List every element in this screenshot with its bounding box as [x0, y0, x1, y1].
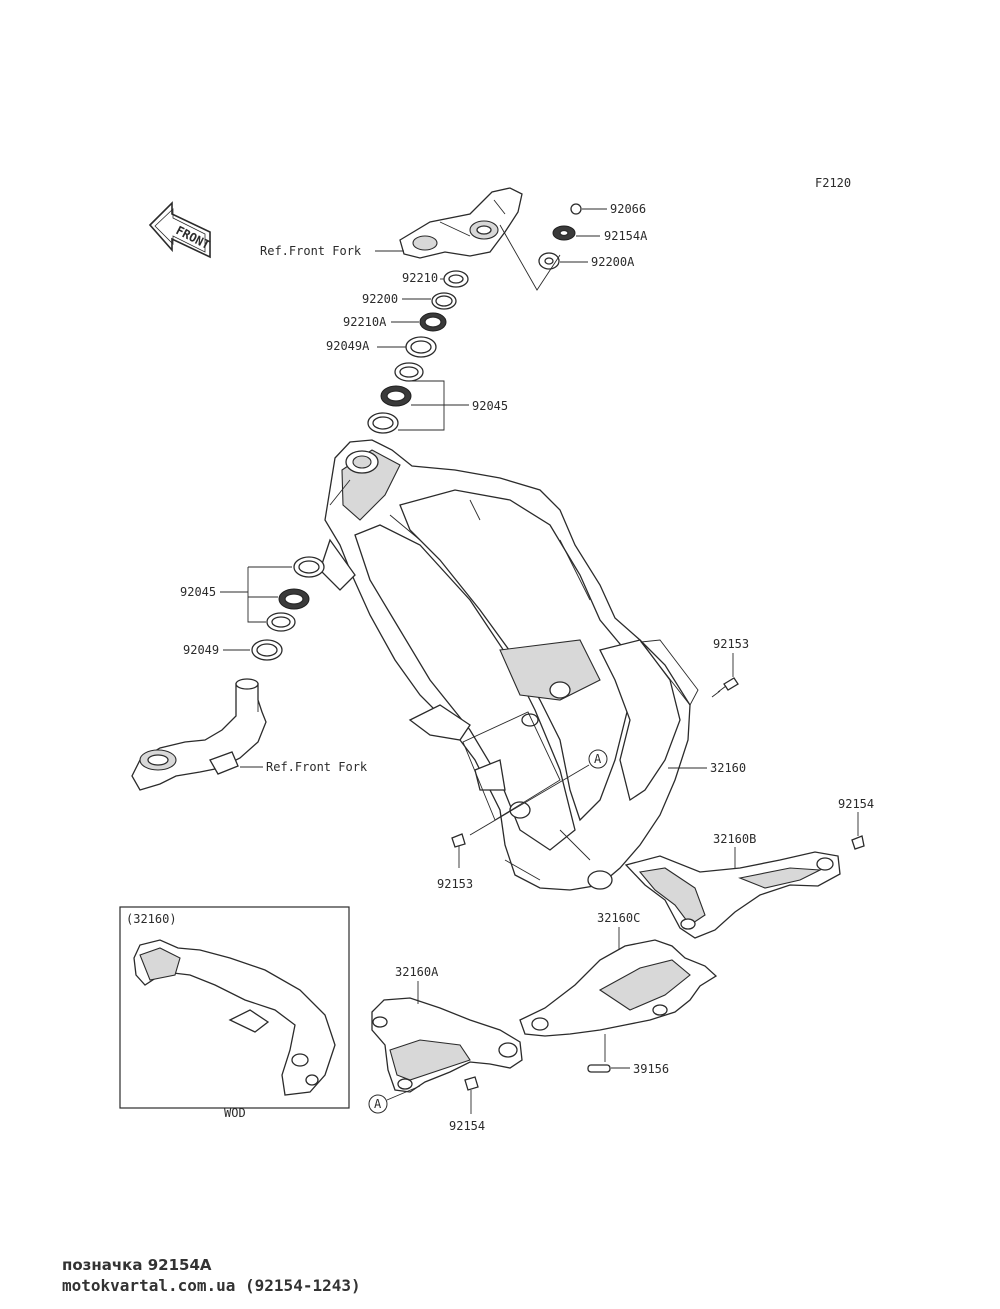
- steering-nut-group: [499, 203, 607, 291]
- upper-triple-clamp: [399, 187, 523, 259]
- label-32160: 32160: [710, 761, 746, 775]
- screw-92154-right: [851, 812, 865, 850]
- label-92066: 92066: [610, 202, 646, 216]
- upper-bearing-stack: [367, 270, 469, 434]
- footer-part-note: позначка 92154A: [62, 1256, 212, 1274]
- label-92049A: 92049A: [326, 339, 370, 353]
- bracket-32160A: [371, 997, 523, 1093]
- label-92210: 92210: [402, 271, 438, 285]
- label-32160C: 32160C: [597, 911, 640, 925]
- bracket-32160B: [624, 851, 841, 939]
- ref-marker-a-bracket: A: [368, 1085, 421, 1114]
- label-92153-bottom: 92153: [437, 877, 473, 891]
- label-39156: 39156: [633, 1062, 669, 1076]
- label-92045-bottom: 92045: [180, 585, 216, 599]
- label-92200A: 92200A: [591, 255, 635, 269]
- label-92154A-top: 92154A: [604, 229, 648, 243]
- label-92049: 92049: [183, 643, 219, 657]
- label-32160B: 32160B: [713, 832, 756, 846]
- front-arrow-icon: FRONT: [148, 201, 212, 259]
- screw-92154-bottom: [464, 1076, 479, 1114]
- label-92045-top: 92045: [472, 399, 508, 413]
- svg-text:A: A: [374, 1097, 382, 1111]
- footer-site-link[interactable]: motokvartal.com.ua (92154-1243): [62, 1276, 361, 1295]
- lower-triple-clamp: [131, 678, 267, 791]
- ref-marker-a-frame: A: [469, 749, 608, 836]
- label-32160A: 32160A: [395, 965, 439, 979]
- parts-diagram: F2120 FRONT 92066 92154A 92200A Ref.Fron…: [119, 176, 874, 1133]
- inset-frame-variant: [119, 906, 350, 1109]
- label-ref-front-fork-bottom: Ref.Front Fork: [266, 760, 368, 774]
- inset-caption: WOD: [224, 1106, 246, 1120]
- label-92154-right: 92154: [838, 797, 874, 811]
- label-92153-right: 92153: [713, 637, 749, 651]
- lower-bearing-stack: [251, 556, 325, 661]
- svg-text:A: A: [594, 752, 602, 766]
- bracket-32160C: [519, 939, 718, 1037]
- spacer-39156: [587, 1034, 630, 1073]
- label-ref-front-fork-top: Ref.Front Fork: [260, 244, 362, 258]
- diagram-code: F2120: [815, 176, 851, 190]
- label-92154-bottom: 92154: [449, 1119, 485, 1133]
- inset-title: (32160): [126, 912, 177, 926]
- label-92200: 92200: [362, 292, 398, 306]
- label-92210A: 92210A: [343, 315, 387, 329]
- bolt-92153-right: [711, 677, 739, 698]
- bolt-92153-bottom: [451, 833, 466, 868]
- main-frame: [319, 439, 691, 891]
